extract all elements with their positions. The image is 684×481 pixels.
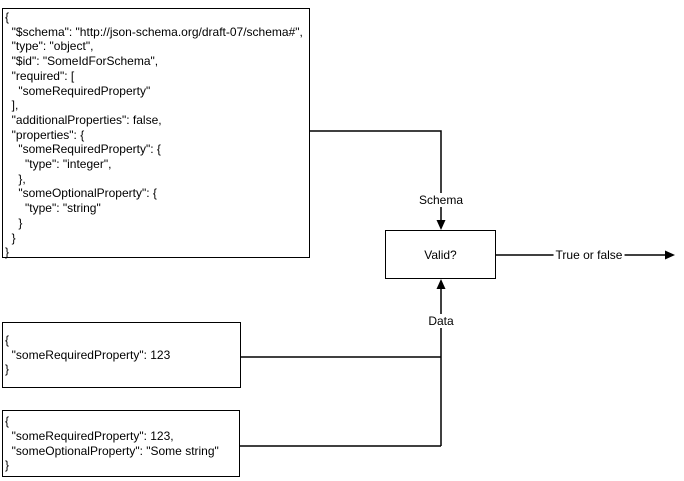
data-json-text-1: { "someRequiredProperty": 123 } xyxy=(5,332,171,377)
data-json-text-2: { "someRequiredProperty": 123, "someOpti… xyxy=(5,414,219,473)
schema-json-text: { "$schema": "http://json-schema.org/dra… xyxy=(5,10,303,260)
schema-edge-label: Schema xyxy=(416,193,466,207)
data-edge-label: Data xyxy=(426,314,456,328)
arrowhead-down-icon xyxy=(436,220,446,230)
arrowhead-right-icon xyxy=(665,250,675,260)
schema-json-box: { "$schema": "http://json-schema.org/dra… xyxy=(2,8,310,260)
data-json-box-2: { "someRequiredProperty": 123, "someOpti… xyxy=(2,410,240,477)
schema-connector-line xyxy=(310,130,442,220)
valid-decision-box: Valid? xyxy=(385,230,496,279)
output-edge-label: True or false xyxy=(553,248,625,262)
valid-decision-label: Valid? xyxy=(424,247,457,262)
data-json-box-1: { "someRequiredProperty": 123 } xyxy=(2,322,241,388)
arrowhead-up-icon xyxy=(436,279,446,289)
